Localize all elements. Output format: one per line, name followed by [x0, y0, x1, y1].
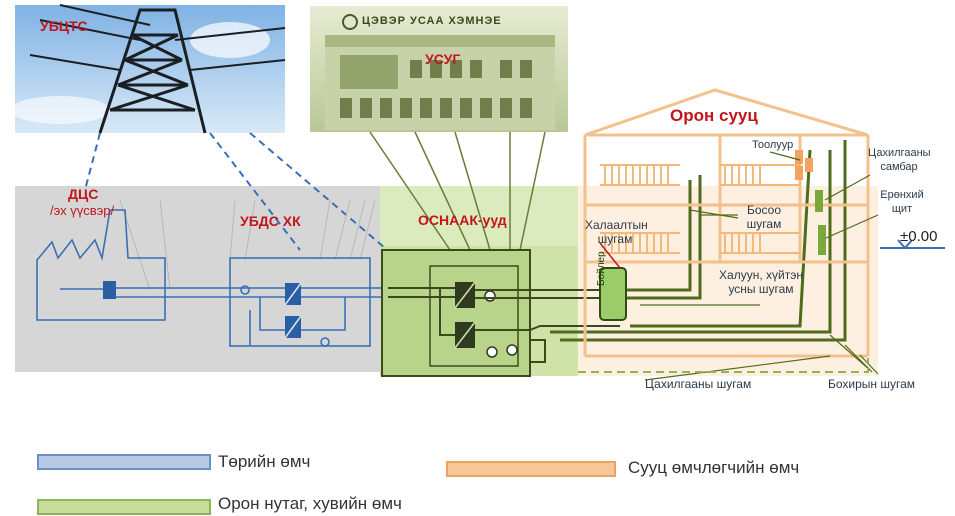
boiler-label: Бойлер: [596, 251, 607, 286]
owner-zone: [578, 186, 878, 376]
electric-panel: [815, 190, 823, 212]
building-photo: [310, 6, 568, 132]
power-plant-icon: [36, 209, 166, 321]
house-feed-pipes: [550, 140, 847, 342]
riser-label: Босоо шугам: [746, 203, 782, 231]
main-board: [818, 225, 826, 255]
ubtsts-label: УБЦТС: [40, 18, 88, 34]
substation-box: [229, 257, 371, 347]
panel-label: Цахилгааны самбар: [868, 147, 931, 173]
plant-heat-exchanger: [103, 281, 116, 299]
electric-dashed-line: [578, 358, 869, 373]
hot-cold-label: Халуун, хүйтэн усны шугам: [719, 268, 803, 296]
level-label: ±0.00: [900, 228, 938, 245]
state-zone: [15, 186, 385, 372]
electric-line-label: Цахилгааны шугам: [645, 377, 752, 391]
legend-text-local: Орон нутаг, хувийн өмч: [218, 494, 402, 513]
legend-swatch-local: [37, 499, 211, 515]
legend-swatch-owner: [446, 461, 616, 477]
building-sign: ЦЭВЭР УСАА ХЭМНЭЕ: [362, 15, 502, 27]
boiler-unit: [599, 267, 627, 321]
source-label: /эх үүсвэр/: [50, 203, 115, 218]
osnaak-box: [381, 249, 531, 377]
power-tower-photo: [10, 4, 286, 134]
sewer-label: Бохирын шугам: [828, 377, 916, 391]
guide-lines-blue: [84, 132, 386, 251]
meters: [795, 150, 813, 180]
pointer-lines: [640, 151, 879, 381]
legend-text-state: Төрийн өмч: [218, 452, 311, 471]
osnaak-inner: [429, 265, 519, 367]
green-pipes: [388, 287, 620, 363]
legend-text-owner: Сууц өмчлөгчийн өмч: [628, 458, 800, 477]
apartment-label: Орон сууц: [670, 106, 758, 125]
guide-lines-green: [369, 131, 546, 251]
level-marker: [880, 239, 945, 250]
heating-line-label: Халаалтын шугам: [585, 218, 648, 246]
meter-label: Тоолуур: [752, 139, 794, 151]
state-zone-guides: [119, 199, 376, 291]
osnaak-label: ОСНААК-ууд: [418, 212, 507, 228]
radiators: [600, 164, 800, 254]
usug-label: УСУГ: [425, 51, 461, 67]
substation-exchangers: [284, 282, 302, 339]
house-outline: [583, 88, 870, 358]
blue-pipes: [60, 285, 388, 347]
ubds-label: УБДС ХК: [240, 213, 301, 229]
dts-label: ДЦС: [68, 186, 99, 202]
legend-swatch-state: [37, 454, 211, 470]
boiler-pointer: [599, 242, 621, 269]
main-board-label: Ерөнхий щит: [880, 189, 924, 215]
